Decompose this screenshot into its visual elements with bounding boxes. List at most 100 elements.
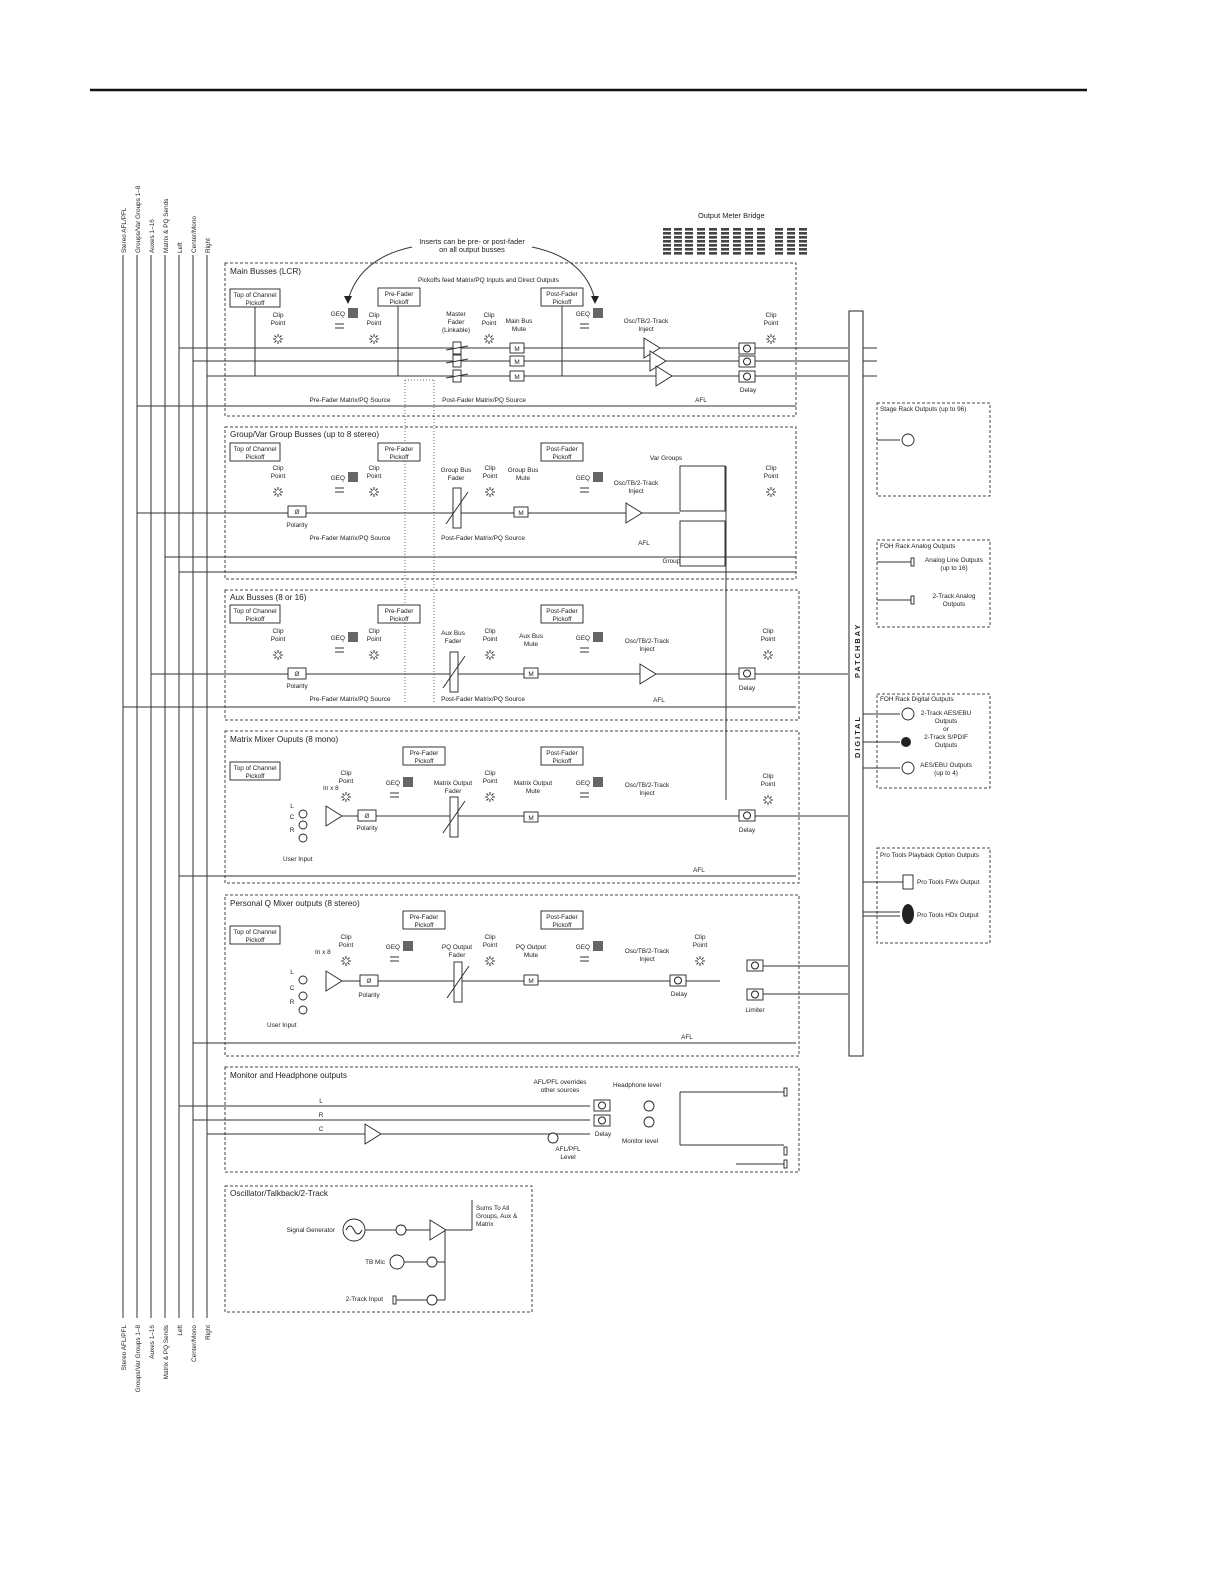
matrix-osc-inject-label-1: Osc/TB/2-Track: [625, 782, 670, 789]
osc-tbmic-label: TB Mic: [365, 1259, 386, 1266]
meter-segment: [745, 236, 753, 239]
group-clip-2-label-2: Point: [367, 473, 382, 480]
firewire-connector-icon: [902, 874, 914, 890]
group-mute-button: [513, 506, 529, 518]
group-fader-label-1: Group Bus: [441, 467, 472, 474]
meter-segment: [745, 228, 753, 231]
main-fader-1-knob: [445, 358, 469, 364]
patchbay-bar: [848, 310, 864, 1057]
hdx-connector-icon: [902, 904, 914, 924]
matrix-lrc-0: L: [290, 803, 294, 810]
foh-analog-title: FOH Rack Analog Outputs: [880, 543, 955, 550]
group-post-pickoff-label-1: Post-Fader: [546, 446, 578, 453]
matrix-osc-inject-label-2: Inject: [639, 790, 654, 797]
foh-digital-aesmulti-1: AES/EBU Outputs: [920, 762, 972, 769]
meter-segment: [799, 248, 807, 251]
aux-clip-1-icon: [273, 650, 283, 660]
matrix-post-pickoff: [540, 746, 584, 766]
meter-segment: [721, 240, 729, 243]
meter-segment: [745, 252, 753, 255]
matrix-clip-2-label-2: Point: [483, 778, 498, 785]
group-polarity-label-1: Ø: [295, 509, 300, 516]
pq-section-title: Personal Q Mixer outputs (8 stereo): [230, 899, 360, 908]
pq-top-pickoff-label-2: Pickoff: [245, 937, 264, 944]
meter-segment: [709, 248, 717, 251]
meter-segment: [757, 232, 765, 235]
main-pre-pickoff: [377, 287, 421, 307]
meter-segment: [697, 252, 705, 255]
meter-segment: [787, 232, 795, 235]
meter-segment: [674, 232, 682, 235]
meter-segment: [663, 240, 671, 243]
foh-analog-line-1: Analog Line Outputs: [925, 557, 983, 564]
sine-wave-icon: [345, 1225, 363, 1235]
pq-input-selector-0: [298, 975, 308, 985]
group-var-groups-label: Var Groups: [650, 455, 682, 462]
main-geq-2-icon: [593, 308, 603, 318]
monitor-delay-2-clock-icon: [598, 1116, 606, 1125]
main-clip-4-label-1: Clip: [765, 312, 776, 319]
aux-osc-inject-label-1: Osc/TB/2-Track: [625, 638, 670, 645]
matrix-geq-1-label: GEQ: [386, 780, 400, 787]
meter-segment: [674, 248, 682, 251]
afl-pfl-level-knob: [547, 1132, 559, 1144]
meter-segment: [733, 228, 741, 231]
matrix-post-pickoff-label-2: Pickoff: [552, 758, 571, 765]
aux-geq-2-icon: [593, 632, 603, 642]
group-geq-2-label: GEQ: [576, 475, 590, 482]
main-post-pickoff-label-2: Pickoff: [552, 299, 571, 306]
pq-lrc-0: L: [290, 969, 294, 976]
main-fader-0-knob: [445, 345, 469, 351]
group-clip-4-icon: [766, 487, 776, 497]
bus-label-bottom-0: Stereo AFL/PFL: [121, 1325, 128, 1371]
meter-segment: [733, 232, 741, 235]
meter-segment: [674, 244, 682, 247]
matrix-fader-knob: [442, 800, 466, 834]
monitor-jack-icon: [783, 1146, 788, 1156]
aux-fader-label-2: Fader: [445, 638, 463, 645]
matrix-polarity: [357, 809, 377, 822]
matrix-pre-pickoff-label-2: Pickoff: [414, 758, 433, 765]
pq-delay: [669, 974, 687, 987]
protools-fwx: Pro Tools FWx Output: [917, 879, 980, 886]
meter-segment: [787, 228, 795, 231]
group-section-frame: [224, 426, 797, 580]
osc-signal-gen-label: Signal Generator: [287, 1227, 336, 1234]
jack-connector-icon: [910, 595, 915, 605]
meter-segment: [709, 236, 717, 239]
pq-afl-label: AFL: [681, 1034, 693, 1041]
osc-section-title: Oscillator/Talkback/2-Track: [230, 1189, 329, 1198]
main-osc-inject-label-1: Osc/TB/2-Track: [624, 318, 669, 325]
meter-segment: [685, 244, 693, 247]
matrix-afl-label: AFL: [693, 867, 705, 874]
matrix-top-pickoff-label-2: Pickoff: [245, 773, 264, 780]
aux-section-frame: [224, 589, 800, 721]
meter-segment: [709, 252, 717, 255]
main-mute-button-0: [509, 342, 525, 354]
inserts-arrowhead-left: [344, 296, 352, 304]
matrix-geq-2-label: GEQ: [576, 780, 590, 787]
pq-geq-1-label: GEQ: [386, 944, 400, 951]
bus-label-top-4: Left: [177, 242, 184, 253]
xlr-connector-icon: [901, 707, 915, 721]
group-mute-label-2: Mute: [516, 475, 531, 482]
meter-segment: [787, 244, 795, 247]
monitor-jack-icon: [783, 1159, 788, 1169]
group-groups-block: [679, 520, 726, 567]
monitor-level-label: Monitor level: [622, 1138, 658, 1145]
aux-mute-button-label-1: M: [528, 671, 533, 678]
aux-top-pickoff-label-1: Top of Channel: [234, 608, 277, 615]
group-mute-label-1: Group Bus: [508, 467, 539, 474]
pq-geq-1-icon: [403, 941, 413, 951]
monitor-delay-1: [593, 1099, 611, 1112]
foh-digital-title: FOH Rack Digital Outputs: [880, 696, 954, 703]
bus-label-bottom-2: Auxes 1–16: [149, 1325, 156, 1359]
aux-clip-4-label-1: Clip: [762, 628, 773, 635]
pq-clip-3-label-1: Clip: [694, 934, 705, 941]
group-top-pickoff-label-1: Top of Channel: [234, 446, 277, 453]
osc-sums-3: Matrix: [476, 1221, 494, 1228]
inserts-arrow-left: [347, 246, 413, 301]
tb-mic-icon: [389, 1254, 405, 1270]
main-section-title: Main Busses (LCR): [230, 267, 301, 276]
group-clip-3-label-1: Clip: [484, 465, 495, 472]
